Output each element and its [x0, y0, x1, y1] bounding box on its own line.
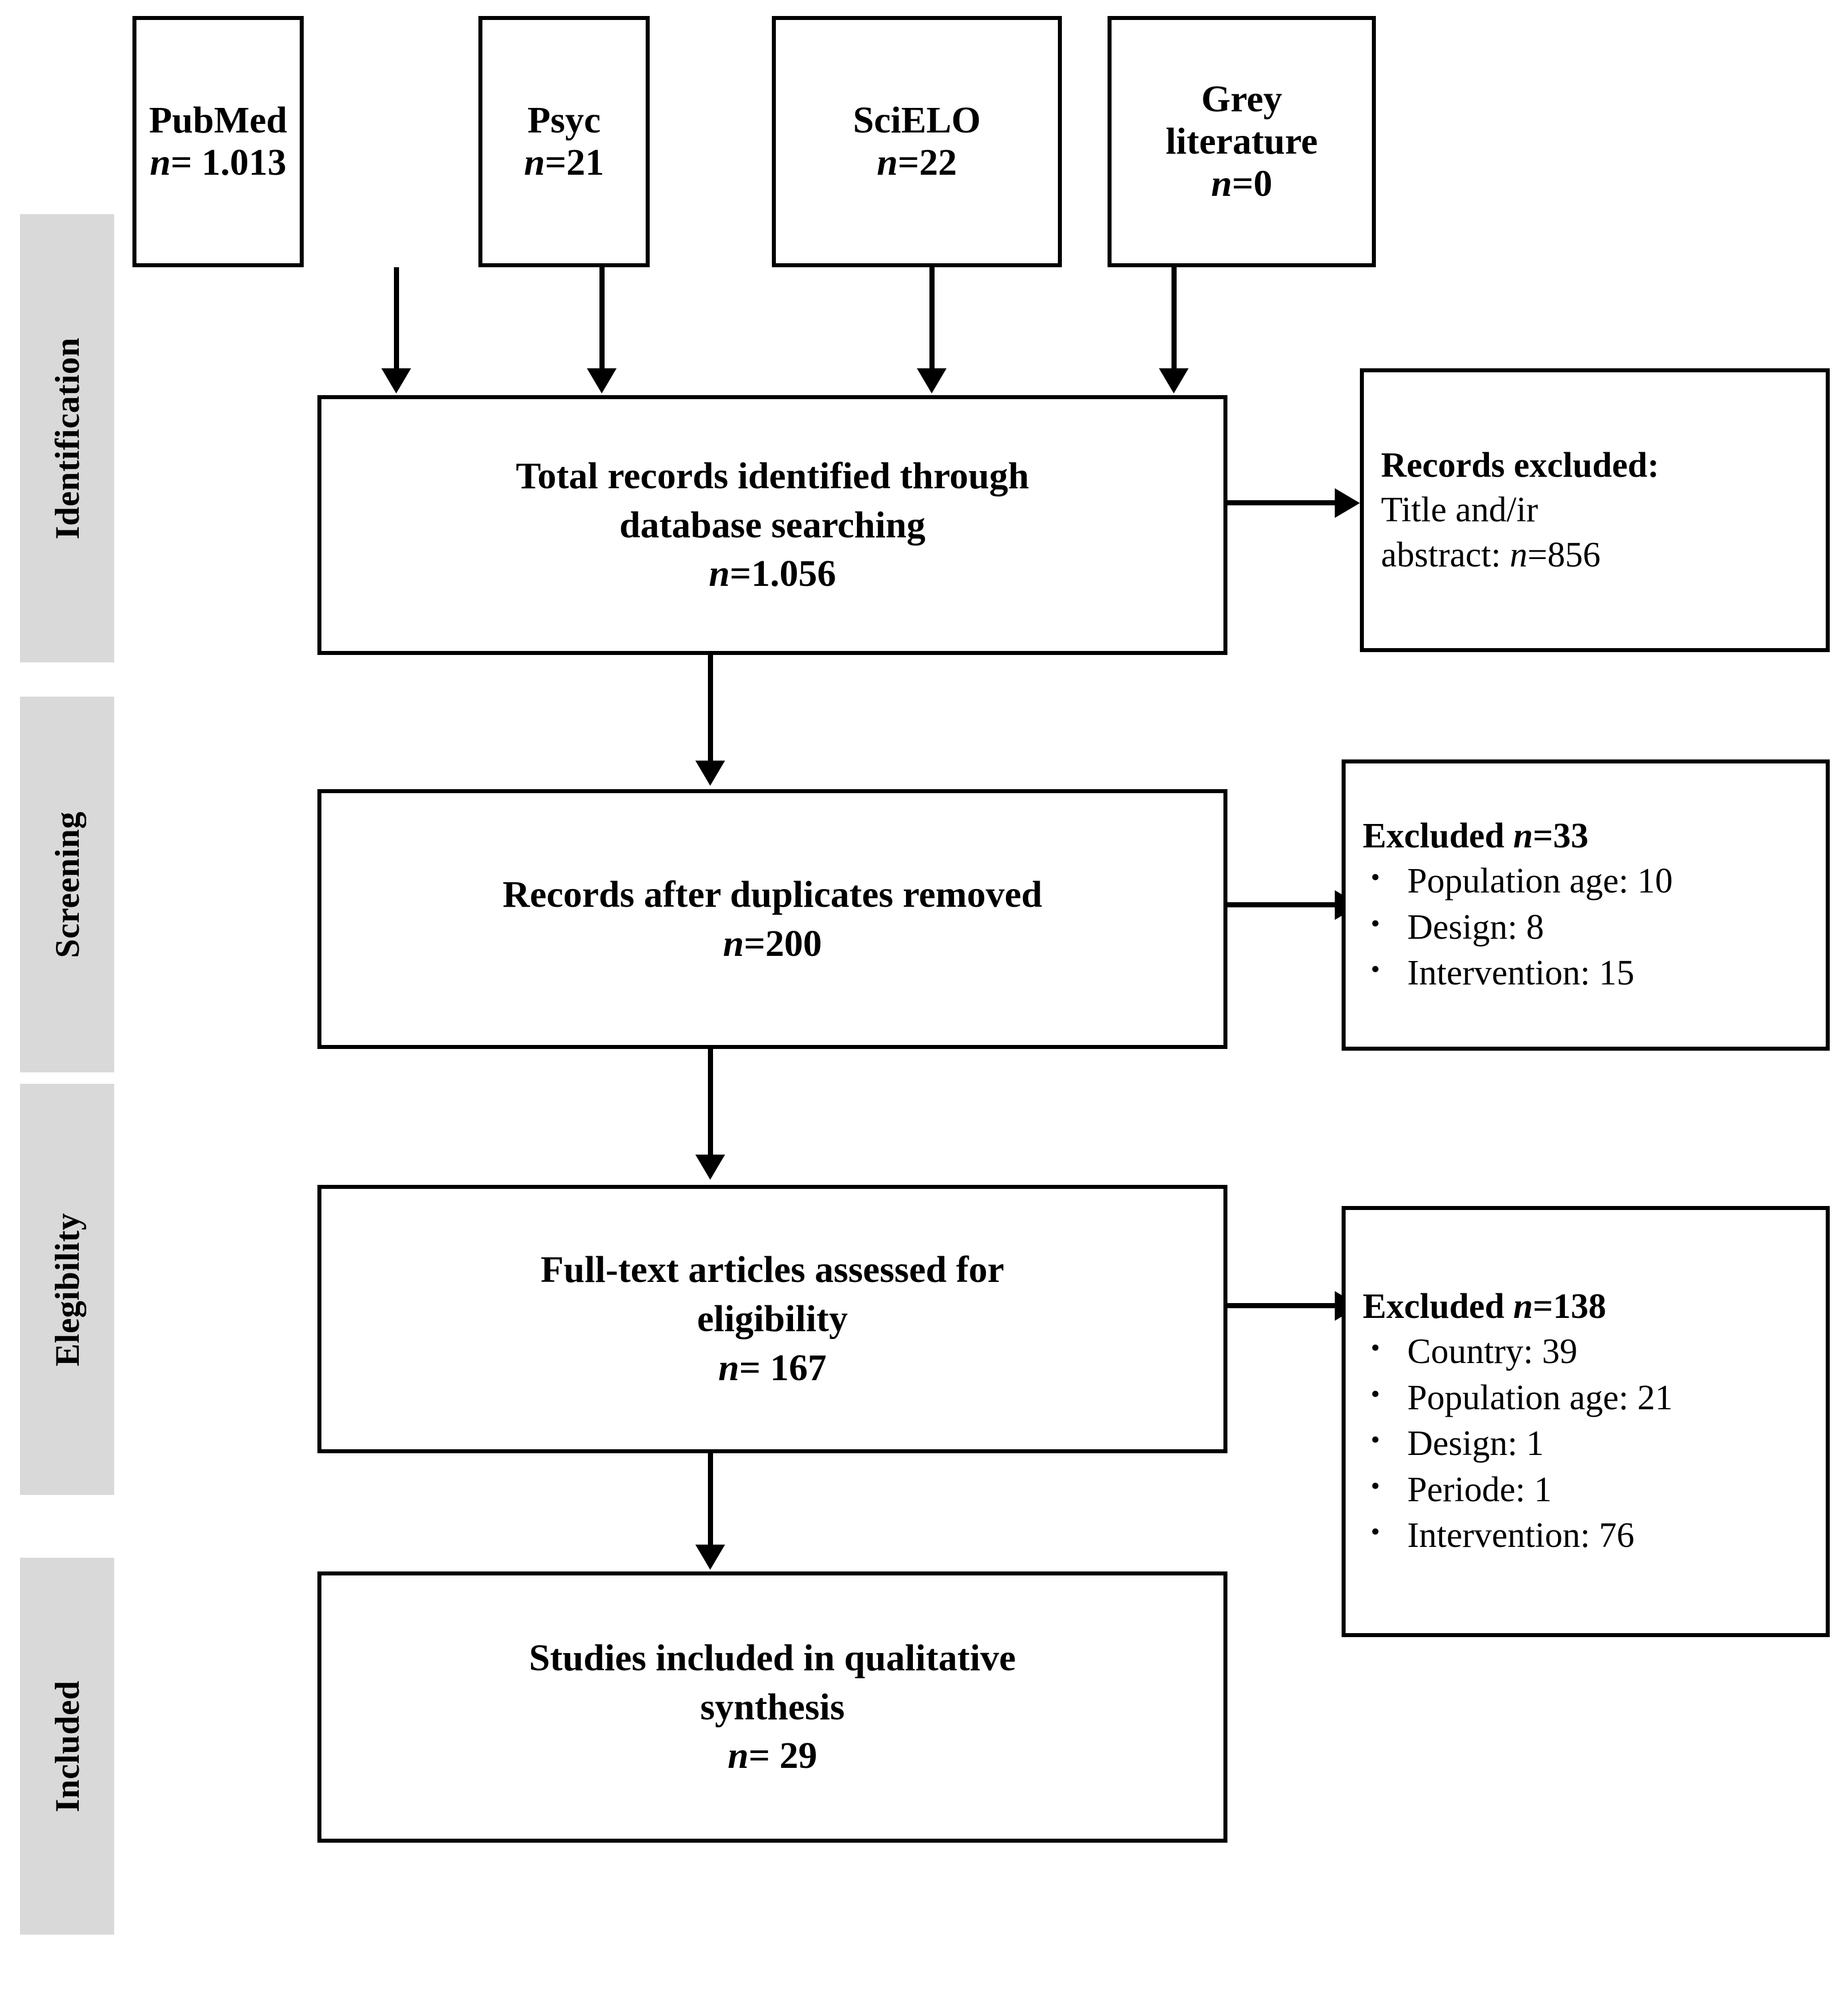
source-count-pubmed: n= 1.013 [150, 142, 287, 183]
phase-band-eligibility: Elegibility [20, 1084, 114, 1495]
arrowhead-included [695, 1545, 725, 1570]
arrowhead-pubmed [381, 368, 411, 393]
source-name-grey-line2: literature [1165, 120, 1318, 163]
source-box-psyc: Psyc n=21 [478, 16, 650, 267]
connector-deduplicated-to-excluded-33 [1227, 902, 1336, 907]
connector-deduplicated-to-fulltext [708, 1049, 713, 1157]
list-item: Intervention: 76 [1363, 1511, 1811, 1559]
fulltext-line2: eligibility [697, 1298, 848, 1340]
source-box-scielo: SciELO n=22 [772, 16, 1062, 267]
included-count: n= 29 [727, 1735, 818, 1777]
phase-band-included: Included [20, 1558, 114, 1935]
arrowhead-scielo [917, 368, 947, 393]
fulltext-count: n= 167 [718, 1346, 827, 1389]
box-records-excluded: Records excluded: Title and/ir abstract:… [1360, 368, 1830, 652]
arrowhead-grey [1159, 368, 1189, 393]
source-count-psyc: n=21 [524, 142, 605, 183]
source-box-grey-literature: Grey literature n=0 [1108, 16, 1376, 267]
connector-scielo-to-identified [929, 267, 935, 371]
list-item: Design: 8 [1363, 903, 1811, 951]
phase-band-screening: Screening [20, 697, 114, 1072]
records-identified-count: n=1.056 [708, 553, 836, 595]
phase-label-included: Included [48, 1680, 86, 1812]
box-studies-included: Studies included in qualitative synthesi… [317, 1571, 1227, 1843]
records-identified-line1: Total records identified through [516, 455, 1029, 497]
connector-fulltext-to-included [708, 1453, 713, 1547]
included-line1: Studies included in qualitative [529, 1637, 1016, 1679]
box-fulltext-assessed: Full-text articles assessed for eligibil… [317, 1185, 1227, 1453]
records-excluded-title: Records excluded: [1381, 446, 1660, 485]
connector-psyc-to-identified [599, 267, 605, 371]
list-item: Design: 1 [1363, 1420, 1811, 1467]
source-count-scielo: n=22 [876, 142, 957, 183]
source-box-pubmed: PubMed n= 1.013 [132, 16, 304, 267]
records-excluded-line-1: Title and/ir [1381, 491, 1539, 530]
phase-label-identification: Identification [48, 337, 86, 540]
box-records-identified: Total records identified through databas… [317, 395, 1227, 655]
box-excluded-screening: Excluded n=33 Population age: 10 Design:… [1342, 759, 1830, 1051]
connector-identified-to-records-excluded [1227, 500, 1336, 505]
records-dedup-line1: Records after duplicates removed [502, 873, 1042, 915]
arrowhead-records-excluded [1335, 488, 1360, 518]
list-item: Periode: 1 [1363, 1466, 1811, 1513]
box-excluded-eligibility: Excluded n=138 Country: 39 Population ag… [1342, 1206, 1830, 1637]
source-name-grey-line1: Grey [1201, 78, 1282, 120]
records-dedup-count: n=200 [723, 922, 822, 964]
source-count-grey: n=0 [1211, 162, 1273, 204]
phase-label-screening: Screening [48, 811, 86, 958]
included-line2: synthesis [700, 1686, 845, 1728]
source-name-psyc: Psyc [527, 99, 601, 142]
excluded-screening-title: Excluded n=33 [1363, 817, 1589, 856]
excluded-eligibility-title: Excluded n=138 [1363, 1287, 1607, 1326]
connector-identified-to-deduplicated [708, 655, 713, 763]
source-name-scielo: SciELO [853, 99, 981, 142]
box-records-after-duplicates: Records after duplicates removed n=200 [317, 789, 1227, 1049]
connector-pubmed-to-identified [394, 267, 399, 371]
arrowhead-deduplicated [695, 761, 725, 786]
connector-grey-to-identified [1171, 267, 1177, 371]
arrowhead-fulltext [695, 1155, 725, 1180]
phase-band-identification: Identification [20, 214, 114, 662]
arrowhead-psyc [587, 368, 617, 393]
excluded-screening-reasons: Population age: 10 Design: 8 Interventio… [1363, 857, 1811, 996]
phase-label-eligibility: Elegibility [48, 1212, 86, 1366]
fulltext-line1: Full-text articles assessed for [541, 1249, 1004, 1291]
connector-fulltext-to-excluded-138 [1227, 1303, 1336, 1308]
list-item: Population age: 10 [1363, 857, 1811, 904]
records-identified-line2: database searching [619, 504, 925, 546]
source-name-pubmed: PubMed [148, 99, 288, 142]
excluded-eligibility-reasons: Country: 39 Population age: 21 Design: 1… [1363, 1328, 1811, 1559]
list-item: Intervention: 15 [1363, 949, 1811, 996]
list-item: Country: 39 [1363, 1328, 1811, 1375]
records-excluded-line-2: abstract: n=856 [1381, 535, 1601, 574]
list-item: Population age: 21 [1363, 1374, 1811, 1421]
